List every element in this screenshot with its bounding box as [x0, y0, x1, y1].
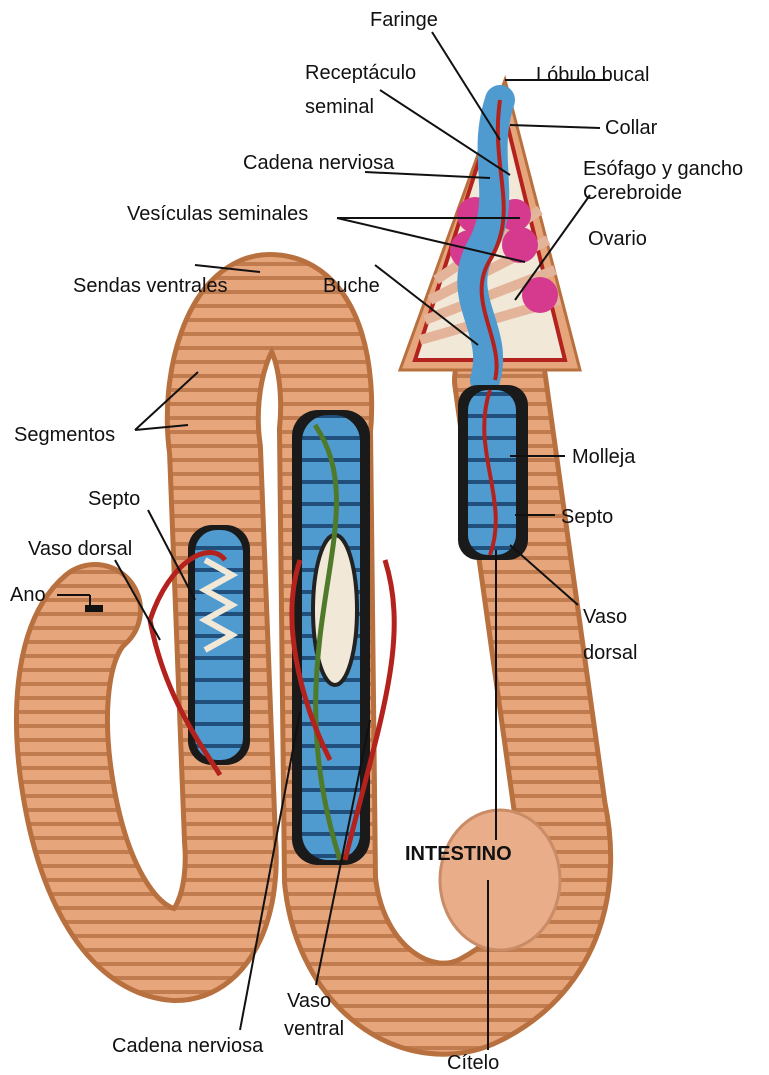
label-segmentos: Segmentos [14, 424, 115, 446]
label-receptaculo-line2: seminal [305, 96, 374, 118]
label-buche: Buche [323, 275, 380, 297]
label-receptaculo-line1: Receptáculo [305, 62, 416, 84]
label-intestino: INTESTINO [405, 843, 512, 865]
anus-mark [85, 605, 103, 612]
label-vaso-ventral-1: Vaso [287, 990, 331, 1012]
label-vesiculas: Vesículas seminales [127, 203, 308, 225]
label-ano: Ano [10, 584, 46, 606]
label-cadena-nerviosa-top: Cadena nerviosa [243, 152, 394, 174]
label-faringe: Faringe [370, 9, 438, 31]
label-citelo: Cítelo [447, 1052, 499, 1074]
pharynx-gut [472, 100, 500, 380]
label-collar: Collar [605, 117, 657, 139]
label-cadena-nerviosa-bottom: Cadena nerviosa [112, 1035, 263, 1057]
label-esofago: Esófago y gancho [583, 158, 743, 180]
gizzard [468, 390, 516, 555]
label-cerebroide: Cerebroide [583, 182, 682, 204]
label-vaso-dorsal-right-1: Vaso [583, 606, 627, 628]
label-lobulo-bucal: Lóbulo bucal [536, 64, 649, 86]
clitellum [440, 810, 560, 950]
label-vaso-dorsal-left: Vaso dorsal [28, 538, 132, 560]
label-molleja: Molleja [572, 446, 635, 468]
label-septo-left: Septo [88, 488, 140, 510]
label-ovario: Ovario [588, 228, 647, 250]
label-sendas-ventrales: Sendas ventrales [73, 275, 228, 297]
label-vaso-ventral-2: ventral [284, 1018, 344, 1040]
label-septo-right: Septo [561, 506, 613, 528]
label-vaso-dorsal-right-2: dorsal [583, 642, 637, 664]
